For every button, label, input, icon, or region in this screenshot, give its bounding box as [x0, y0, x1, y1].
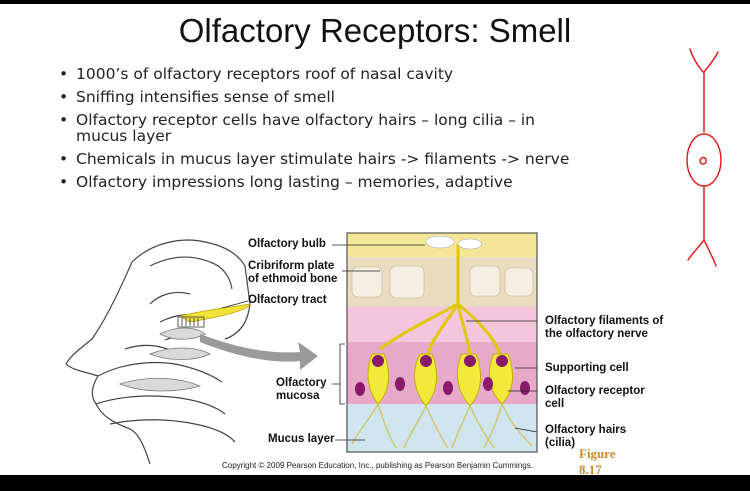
olfactory-figure — [65, 48, 722, 465]
inset-box — [177, 316, 205, 328]
bullet-item: Chemicals in mucus layer stimulate hairs… — [56, 151, 576, 167]
figure-number-label: Figure 8.17 — [579, 446, 616, 475]
copyright-notice: Copyright © 2009 Pearson Education, Inc.… — [222, 461, 533, 470]
label-cribriform-plate: Cribriform plate — [248, 260, 335, 272]
head-sagittal-sketch — [65, 239, 251, 465]
label-olfactory-mucosa-2: mucosa — [276, 390, 320, 402]
bullet-item: Olfactory receptor cells have olfactory … — [56, 112, 576, 144]
label-receptor-cell: cell — [545, 398, 565, 410]
label-olfactory-tract: Olfactory tract — [248, 294, 327, 306]
label-cilia: (cilia) — [545, 437, 576, 449]
label-mucus-layer: Mucus layer — [268, 433, 335, 445]
label-olfactory-bulb: Olfactory bulb — [248, 238, 326, 250]
label-olfactory-mucosa-1: Olfactory — [276, 377, 327, 389]
handwritten-neuron-sketch — [686, 48, 722, 267]
receptor-ticks — [181, 318, 199, 326]
bullet-item: Olfactory impressions long lasting – mem… — [56, 174, 576, 190]
label-olfactory-hairs: Olfactory hairs — [545, 424, 627, 436]
figure-word: Figure — [579, 446, 616, 461]
bullet-list: 1000’s of olfactory receptors roof of na… — [56, 66, 576, 197]
olfactory-tract-shape — [178, 303, 251, 323]
label-ethmoid-bone: of ethmoid bone — [248, 273, 338, 285]
slide: Olfactory Receptors: Smell 1000’s of olf… — [0, 4, 750, 475]
bullet-item: Sniffing intensifies sense of smell — [56, 89, 576, 105]
slide-title: Olfactory Receptors: Smell — [178, 12, 572, 49]
magnify-arrow — [200, 334, 318, 370]
label-olfactory-nerve: the olfactory nerve — [545, 328, 648, 340]
label-olfactory-receptor: Olfactory receptor — [545, 385, 645, 397]
figure-number: 8.17 — [579, 462, 602, 475]
label-olfactory-filaments: Olfactory filaments of — [545, 315, 664, 327]
nasal-turbinates — [118, 327, 211, 392]
label-supporting-cell: Supporting cell — [545, 362, 629, 374]
bullet-item: 1000’s of olfactory receptors roof of na… — [56, 66, 576, 82]
leader-lines — [221, 244, 538, 441]
magnified-inset — [346, 232, 538, 453]
